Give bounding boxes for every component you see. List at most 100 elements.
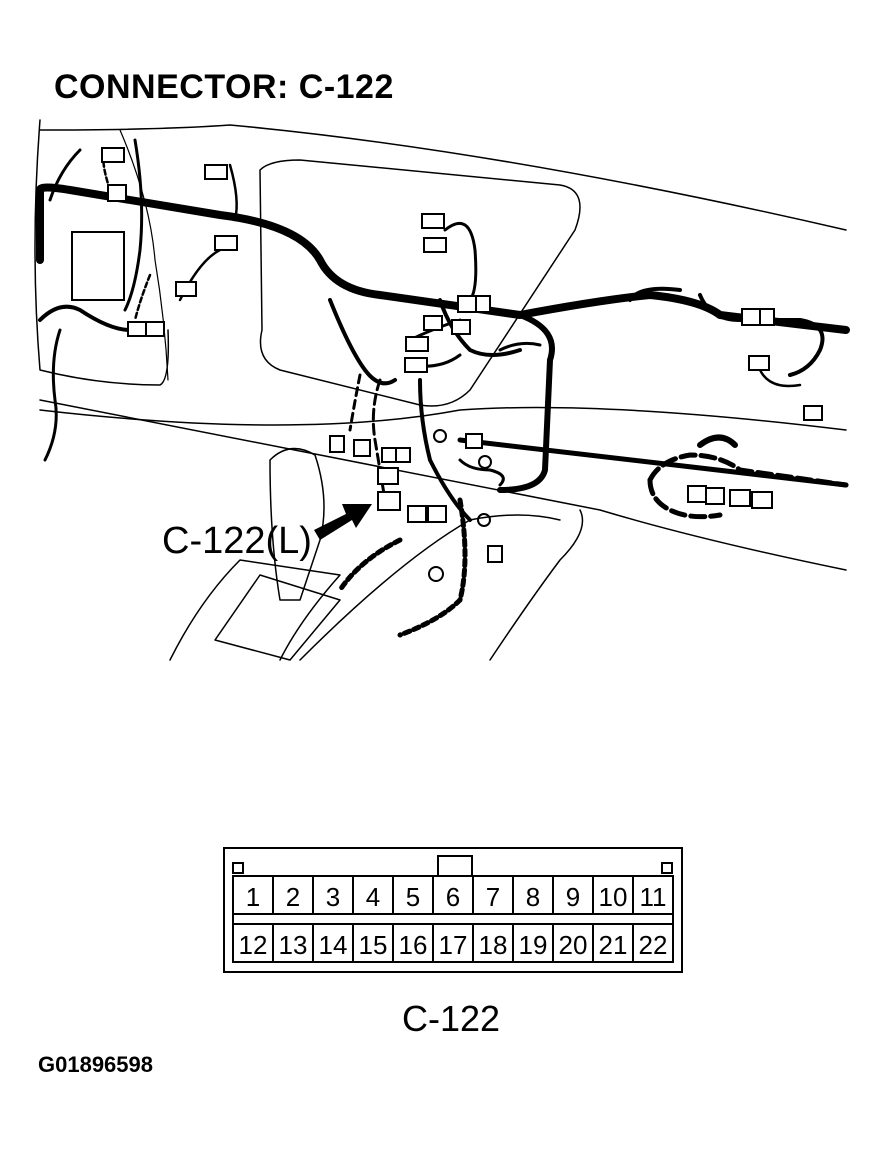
- pin-number-bottom: 22: [639, 930, 668, 960]
- connector-block: [687, 485, 707, 503]
- console-outline: [489, 509, 584, 661]
- connector-block: [457, 295, 477, 313]
- pin-number-top: 1: [246, 882, 260, 912]
- pin-number-bottom: 16: [399, 930, 428, 960]
- center-harness: [443, 221, 478, 302]
- pin-number-bottom: 21: [599, 930, 628, 960]
- callout-label: C-122(L): [162, 520, 312, 562]
- corner-mark: [232, 862, 244, 874]
- left-harness: [38, 304, 132, 332]
- left-harness: [228, 163, 238, 222]
- pin-number-bottom: 15: [359, 930, 388, 960]
- pin-number-bottom: 19: [519, 930, 548, 960]
- main-harness: [438, 298, 522, 357]
- harness-illustration: [34, 119, 850, 661]
- pin-number-top: 6: [446, 882, 460, 912]
- branch-harness: [647, 452, 849, 488]
- branch-harness: [458, 458, 505, 487]
- dash-outline: [39, 399, 847, 571]
- connector-block: [405, 336, 429, 352]
- page-title: CONNECTOR: C-122: [54, 68, 394, 106]
- connector-inner-frame: [232, 875, 674, 963]
- branch-harness: [628, 286, 682, 302]
- console-outline: [269, 447, 325, 601]
- console-outline: [299, 514, 561, 661]
- pin-number-bottom: 18: [479, 930, 508, 960]
- connector-block: [475, 295, 491, 313]
- branch-harness: [418, 378, 472, 522]
- left-harness: [48, 148, 82, 202]
- connector-block: [421, 213, 445, 229]
- pin-number-bottom: 20: [559, 930, 588, 960]
- pin-number-top: 4: [366, 882, 380, 912]
- connector-block: [107, 184, 127, 202]
- connector-block: [101, 147, 125, 163]
- pin-number-top: 10: [599, 882, 628, 912]
- pin-number-bottom: 17: [439, 930, 468, 960]
- locking-tab: [437, 855, 473, 877]
- pin-number-top: 8: [526, 882, 540, 912]
- callout-arrow: [314, 504, 372, 540]
- pin-number-top: 5: [406, 882, 420, 912]
- left-harness: [43, 328, 62, 462]
- ground-terminal: [478, 455, 492, 469]
- connector-block: [423, 315, 443, 331]
- connector-block: [748, 355, 770, 371]
- branch-harness: [647, 477, 723, 520]
- connector-block: [741, 308, 761, 326]
- dash-outline: [119, 129, 169, 381]
- connector-housing: [223, 847, 683, 973]
- pin-number-top: 9: [566, 882, 580, 912]
- connector-block: [427, 505, 447, 523]
- ground-terminal: [477, 513, 491, 527]
- connector-block: [145, 321, 165, 337]
- dash-outline: [39, 124, 847, 231]
- connector-block: [487, 545, 503, 563]
- pin-number-bottom: 12: [239, 930, 268, 960]
- connector-block: [71, 231, 125, 301]
- pin-number-top: 11: [640, 882, 667, 912]
- branch-harness: [337, 537, 403, 593]
- branch-harness: [397, 497, 468, 638]
- left-harness: [123, 138, 144, 312]
- connector-block: [127, 321, 147, 337]
- branch-harness: [697, 434, 738, 448]
- connector-block: [204, 164, 228, 180]
- pin-number-bottom: 13: [279, 930, 308, 960]
- connector-block: [465, 433, 483, 449]
- connector-block: [377, 491, 401, 511]
- corner-mark: [661, 862, 673, 874]
- connector-block: [214, 235, 238, 251]
- connector-block: [423, 237, 447, 253]
- console-outline: [214, 574, 341, 661]
- dash-outline: [259, 159, 581, 407]
- pin-number-bottom: 14: [319, 930, 348, 960]
- connector-block: [404, 357, 428, 373]
- connector-block: [329, 435, 345, 453]
- connector-block: [451, 319, 471, 335]
- pin-number-top: 2: [286, 882, 300, 912]
- connector-block: [407, 505, 427, 523]
- ground-terminal: [428, 566, 444, 582]
- connector-block: [705, 487, 725, 505]
- dash-outline: [39, 406, 847, 431]
- connector-block: [395, 447, 411, 463]
- connector-block: [377, 467, 399, 485]
- console-outline: [169, 559, 341, 661]
- left-harness: [133, 273, 152, 322]
- figure-id: G01896598: [38, 1052, 153, 1077]
- connector-block: [803, 405, 823, 421]
- connector-block: [729, 489, 751, 507]
- connector-block: [759, 308, 775, 326]
- pin-number-top: 7: [486, 882, 500, 912]
- branch-harness: [758, 368, 802, 388]
- pin-number-top: 3: [326, 882, 340, 912]
- connector-block: [751, 491, 773, 509]
- main-harness: [328, 298, 397, 386]
- main-harness: [497, 312, 555, 493]
- dash-outline: [34, 119, 170, 386]
- connector-face-label: C-122: [402, 998, 501, 1039]
- main-harness: [498, 341, 542, 352]
- main-harness: [36, 183, 850, 334]
- connector-block: [353, 439, 371, 457]
